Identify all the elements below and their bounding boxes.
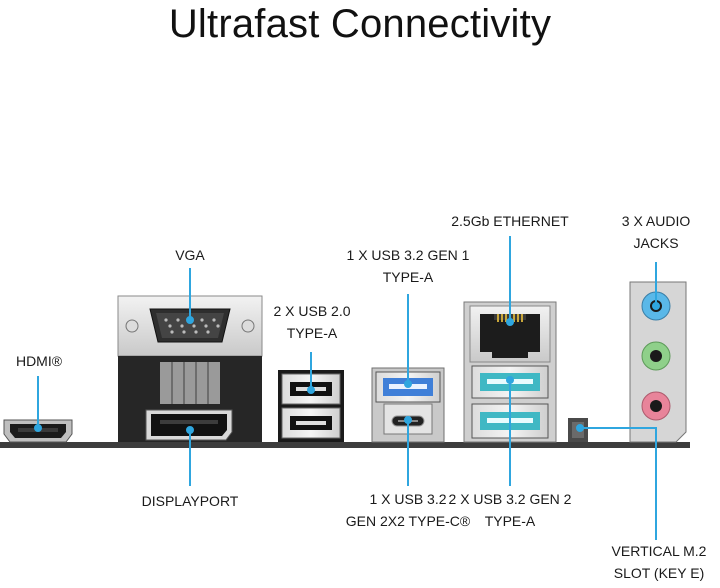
usb20-callout-line [307,352,315,394]
usb32-gen1-label: 1 X USB 3.2 GEN 1 TYPE-A [346,247,470,285]
m2-slot-label: VERTICAL M.2 SLOT (KEY E) [611,543,707,581]
vga-port [117,295,263,357]
hdmi-label: HDMI® [15,353,63,369]
hdmi-callout-line [34,376,42,432]
usb32-gen2-callout-line [506,376,514,486]
usb20-label: 2 X USB 2.0 TYPE-A [273,303,351,341]
displayport-callout-line [186,426,194,486]
board-edge [0,442,690,448]
audio-jacks-label: 3 X AUDIO JACKS [621,213,691,251]
vga-pins [164,318,220,334]
vga-label: VGA [175,247,205,263]
ethernet-label: 2.5Gb ETHERNET [451,213,569,229]
usb32-gen1-callout-line [404,294,412,388]
usb32-gen2x2-typec-label: 1 X USB 3.2 GEN 2X2 TYPE-C® [345,491,471,529]
displayport-label: DISPLAYPORT [141,493,239,509]
usb32-gen2-label: 2 X USB 3.2 GEN 2 TYPE-A [448,491,572,529]
page-title: Ultrafast Connectivity [168,2,552,46]
audio-callout-line [652,262,660,310]
vga-callout-line [186,268,194,324]
displayport-port [145,409,233,441]
typec-callout-line [404,416,412,486]
audio-jacks [629,281,687,443]
ethernet-callout-line [506,236,514,326]
m2-callout-line [576,424,657,540]
